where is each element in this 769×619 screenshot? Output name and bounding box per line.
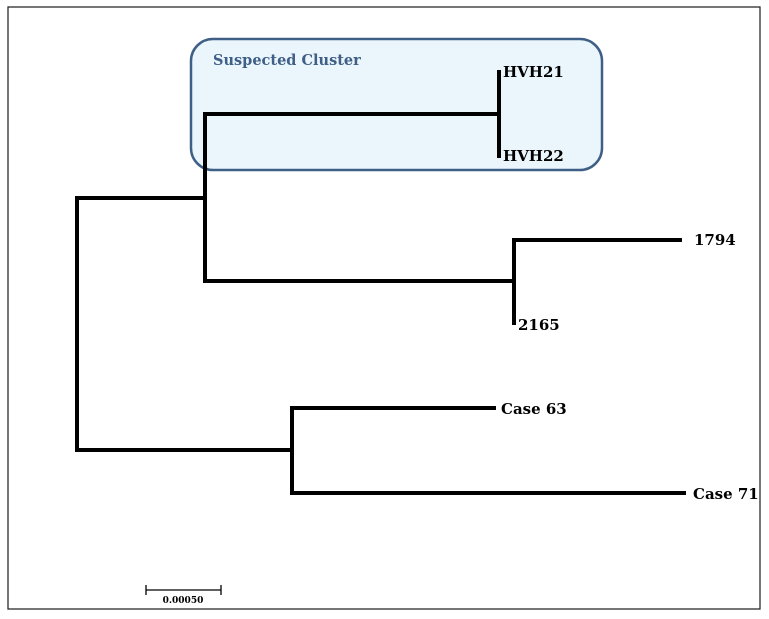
leaf-label-case-63: Case 63 <box>501 400 567 418</box>
tree-branches <box>75 70 686 495</box>
cluster-label: Suspected Cluster <box>213 52 361 69</box>
leaf-label-hvh22: HVH22 <box>503 147 564 165</box>
scale-bar-label: 0.00050 <box>163 596 204 606</box>
scale-bar: 0.00050 <box>145 585 222 606</box>
leaf-label-2165: 2165 <box>518 316 560 334</box>
leaf-label-case-71: Case 71 <box>693 485 759 503</box>
leaf-labels: HVH21 HVH22 1794 2165 Case 63 Case 71 <box>501 63 759 503</box>
leaf-label-1794: 1794 <box>694 231 736 249</box>
leaf-label-hvh21: HVH21 <box>503 63 564 81</box>
